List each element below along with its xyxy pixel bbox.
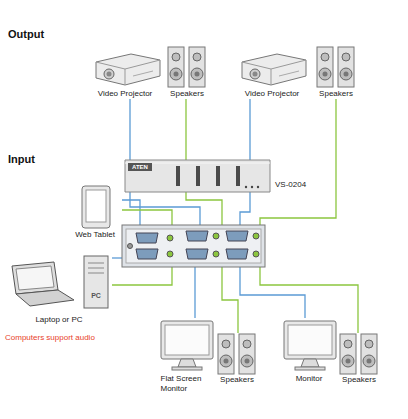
- device-marking: Flat Screen Monitor: [158, 374, 211, 394]
- device-marking: ATEN: [128, 163, 152, 171]
- speakers: Speakers: [315, 46, 357, 99]
- speakers: Speakers: [338, 333, 380, 385]
- speakers-icon: [340, 334, 377, 374]
- section-heading: Output: [8, 28, 44, 40]
- monitor: Monitor: [281, 318, 337, 384]
- audio-cable: [260, 99, 336, 225]
- video-projector-icon: [242, 54, 306, 85]
- device-label: Speakers: [319, 89, 353, 99]
- device-label: Monitor: [296, 374, 323, 384]
- vga-cable: [240, 267, 305, 318]
- splitter-back-panel: [122, 225, 265, 267]
- monitor-icon: [284, 321, 336, 370]
- pc-tower-icon: [84, 256, 108, 308]
- section-heading: Input: [8, 153, 35, 165]
- web-tablet-icon: [82, 186, 110, 228]
- video-projector-icon: [96, 54, 160, 85]
- audio-cable: [122, 210, 172, 225]
- flat-screen-monitor: Flat Screen Monitor: [158, 318, 215, 394]
- audio-cable: [112, 267, 172, 285]
- device-label: Web Tablet: [75, 230, 115, 240]
- web-tablet: Web Tablet: [68, 183, 122, 240]
- device-label: Speakers: [220, 375, 254, 385]
- laptop-or-pc: PC Laptop or PC: [6, 252, 112, 325]
- device-marking: VS-0204: [275, 180, 306, 190]
- device-label: Video Projector: [245, 89, 300, 99]
- video-projector: Video Projector: [235, 50, 309, 99]
- video-projector: Video Projector: [88, 50, 162, 99]
- flat-screen-monitor-icon: [161, 321, 213, 370]
- speakers-icon: [317, 47, 354, 87]
- device-marking: PC: [84, 292, 108, 301]
- speakers-icon: [218, 334, 255, 374]
- vga-cable: [122, 200, 140, 225]
- device-label: Speakers: [170, 89, 204, 99]
- audio-cable: [222, 267, 238, 333]
- vga-cable: [112, 257, 122, 258]
- speakers: Speakers: [166, 46, 208, 99]
- laptop-icon: [12, 262, 74, 306]
- splitter-front-unit: [125, 160, 270, 192]
- device-label: Speakers: [342, 375, 376, 385]
- speakers-icon: [168, 47, 205, 87]
- vga-splitter: ATENVS-0204: [122, 225, 265, 267]
- vga-cable: [194, 267, 195, 318]
- device-label: Video Projector: [98, 89, 153, 99]
- device-label: Laptop or PC: [35, 315, 82, 325]
- speakers: Speakers: [216, 333, 258, 385]
- note: Computers support audio: [5, 333, 95, 342]
